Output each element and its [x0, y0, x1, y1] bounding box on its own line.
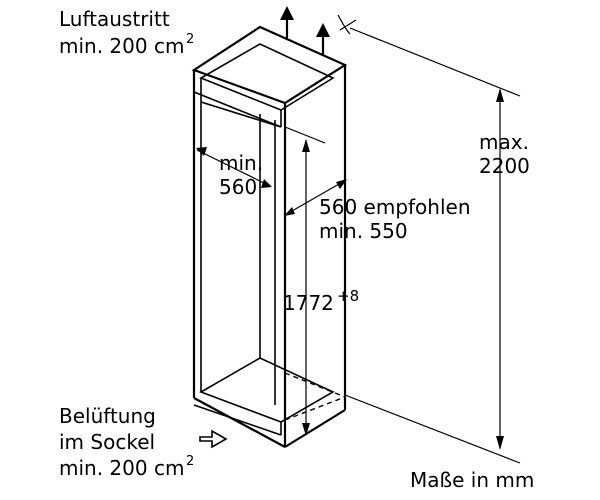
height-tolerance: +8 — [337, 287, 360, 305]
vent-sub: im Sockel — [59, 430, 156, 454]
cabinet-floor — [199, 357, 335, 423]
vent-arrow-shape — [199, 429, 228, 449]
width-min-label: min. — [219, 151, 264, 175]
hidden-edge-top — [284, 372, 346, 398]
cabinet-outline — [191, 25, 348, 448]
max-label: max. — [479, 130, 529, 154]
width-min-value: 560 — [219, 175, 258, 199]
cabinet-bottom-side — [284, 409, 346, 448]
break-curve-a — [337, 14, 351, 35]
vent-title: Belüftung — [59, 404, 156, 428]
air-outlet-title: Luftaustritt — [59, 7, 170, 31]
depth-min: min. 550 — [319, 219, 408, 243]
vent-min: min. 200 cm — [59, 456, 185, 480]
units-note: Maße in mm — [410, 468, 535, 492]
break-curve-b — [339, 19, 357, 31]
height-value: 1772 — [283, 291, 334, 315]
width-arrow-right — [261, 179, 272, 188]
width-arrow-left — [196, 147, 207, 156]
max-bottom-extension — [344, 394, 521, 464]
max-value: 2200 — [479, 154, 530, 178]
depth-arrow-right — [336, 179, 347, 189]
hidden-edge-bottom — [284, 396, 346, 421]
air-outlet-exponent: 2 — [186, 32, 195, 47]
width-dimension-line — [196, 149, 271, 187]
plinth-front — [193, 404, 282, 436]
max-height-dimension — [344, 27, 521, 464]
ventilation-arrow — [199, 429, 228, 449]
air-outlet-min: min. 200 cm — [59, 34, 185, 58]
cabinet-top-opening — [199, 43, 335, 111]
cabinet-bottom-front — [193, 397, 286, 448]
air-arrow-left-head — [280, 6, 294, 20]
vent-exponent: 2 — [186, 454, 195, 469]
depth-arrow-left — [284, 207, 295, 216]
max-top-extension — [349, 27, 521, 97]
inner-shelf-top — [193, 91, 282, 128]
depth-recommended: 560 empfohlen — [319, 195, 471, 219]
width-dimension — [196, 147, 272, 188]
break-symbol — [337, 14, 357, 35]
depth-dimension-line — [284, 179, 347, 216]
depth-dimension — [284, 126, 347, 216]
height-arrow-top — [302, 139, 310, 152]
height-dimension — [302, 139, 310, 436]
max-arrow-bottom — [496, 436, 504, 450]
depth-top-extension — [284, 126, 326, 144]
max-arrow-top — [496, 88, 504, 102]
inner-top-front — [200, 101, 282, 128]
air-arrow-right-head — [316, 23, 330, 37]
air-outlet-arrows — [280, 6, 330, 55]
height-arrow-bottom — [302, 423, 310, 436]
